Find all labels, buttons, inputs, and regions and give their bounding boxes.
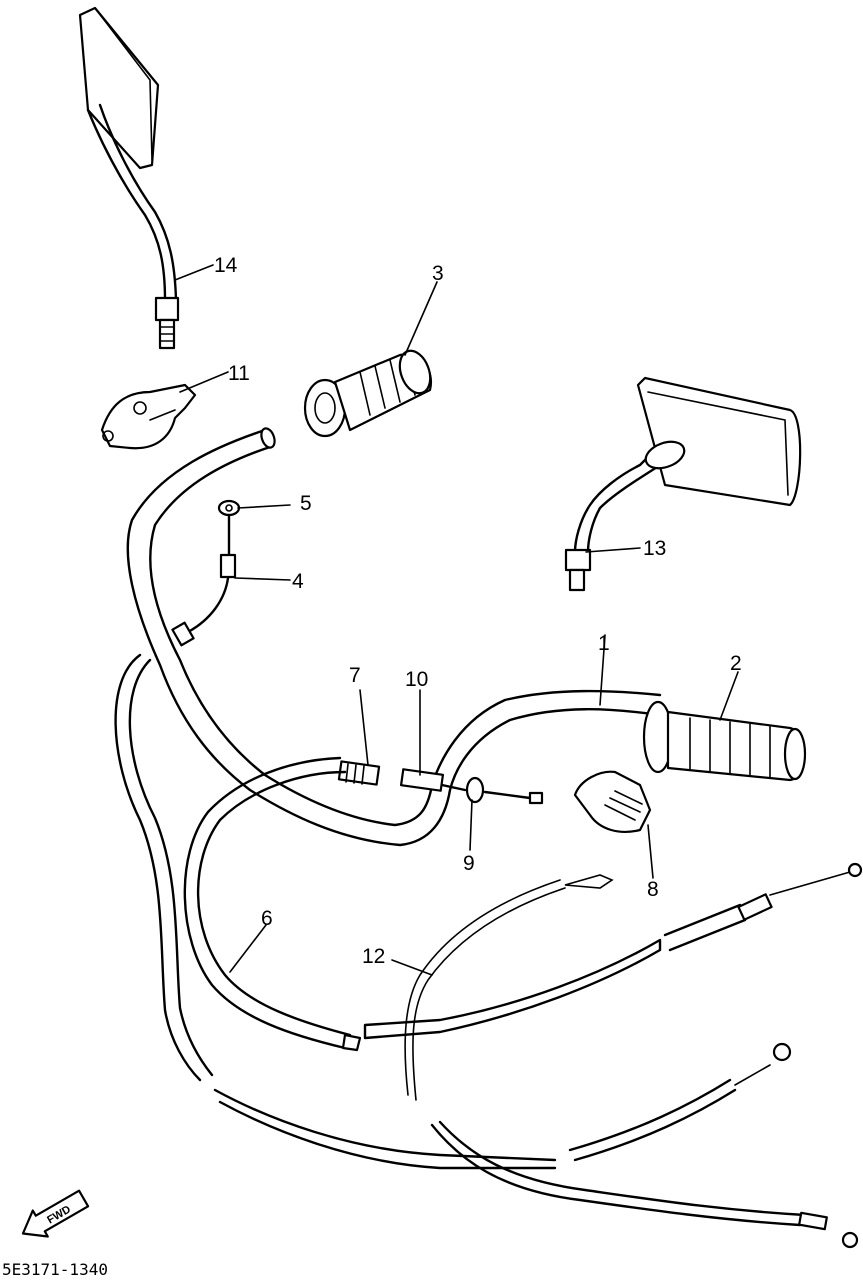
callout-5: 5: [300, 492, 312, 515]
callout-leaders: [174, 264, 739, 976]
throttle-grip: [303, 349, 433, 438]
right-mirror: [564, 376, 802, 592]
callout-9: 9: [463, 852, 475, 875]
adjuster-screw: [171, 499, 241, 647]
lever-holder: [100, 383, 197, 450]
callout-7: 7: [349, 664, 361, 687]
callout-13: 13: [643, 537, 666, 560]
left-mirror: [78, 6, 180, 350]
callout-11: 11: [228, 362, 250, 385]
handlebar: [126, 427, 662, 847]
callout-10: 10: [405, 668, 428, 691]
callout-labels: 1 2 3 4 5 6 7 8 9 10 11 12 13 14: [214, 254, 742, 968]
callout-6: 6: [261, 907, 273, 930]
figure-code: 5E3171-1340: [2, 1260, 108, 1279]
fwd-arrow-icon: FWD: [21, 1189, 90, 1238]
callout-3: 3: [432, 262, 444, 285]
throttle-cable: [363, 862, 863, 1101]
callout-4: 4: [292, 570, 304, 593]
cable-adjuster-assembly: [337, 760, 544, 805]
callout-1: 1: [598, 632, 610, 655]
callout-8: 8: [647, 878, 659, 901]
lower-cables: [114, 653, 859, 1249]
clutch-cable: [183, 756, 362, 1052]
handlebar-switch: [573, 770, 652, 833]
callout-2: 2: [730, 652, 742, 675]
handlebar-grip: [642, 700, 807, 782]
callout-12: 12: [362, 945, 385, 968]
callout-14: 14: [214, 254, 238, 277]
